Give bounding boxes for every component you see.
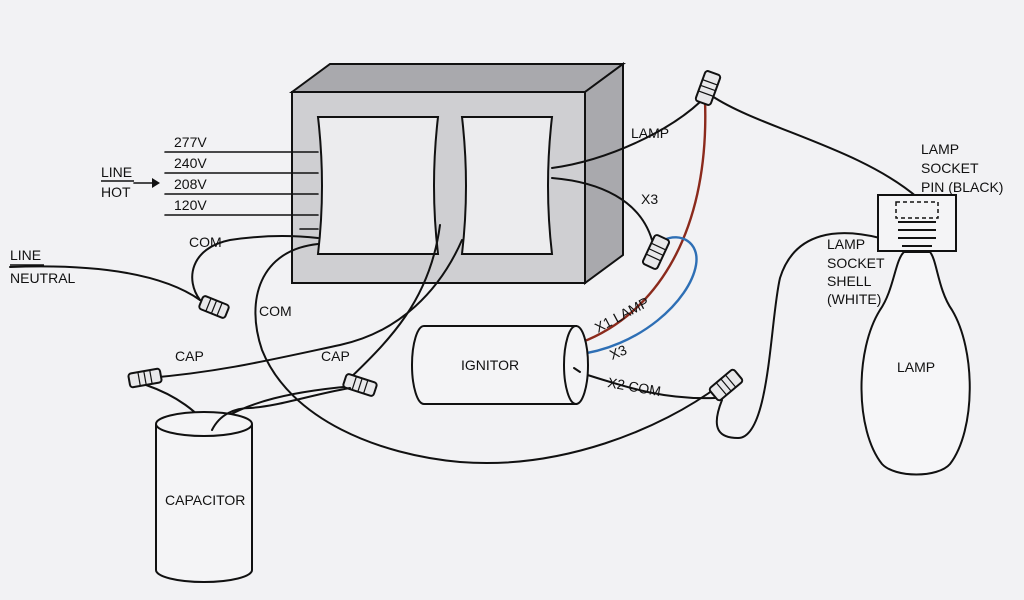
socket-shell-wire [715, 232, 881, 439]
x3-blue-wire [572, 236, 698, 357]
ballast-transformer [288, 62, 627, 285]
tap-240v-label: 240V [174, 155, 207, 171]
ignitor-lead-x2 [573, 367, 581, 373]
com-wire-upper [191, 235, 319, 301]
x2-com-label: X2 COM [606, 374, 662, 399]
socket-shell-label-1: LAMP [827, 236, 865, 252]
x3-lower-label: X3 [607, 341, 629, 362]
ignitor-body [411, 325, 577, 405]
com-upper-label: COM [189, 234, 222, 250]
wire-nut-cap-left [127, 367, 163, 389]
ballast-top-face [288, 63, 627, 93]
capacitor-lead-right [211, 387, 351, 431]
wire-nut-lamp [694, 70, 722, 106]
secondary-coil [460, 116, 554, 255]
lamp-bulb [860, 251, 971, 476]
socket-pin-label-2: SOCKET [921, 160, 979, 176]
ignitor-wires [572, 98, 707, 357]
tap-277v-label: 277V [174, 134, 207, 150]
socket-pin-label-3: PIN (BLACK) [921, 179, 1003, 195]
line-hot-label-1: LINE [101, 164, 132, 180]
com-wire-lower [254, 243, 721, 464]
arrow-head [152, 178, 160, 188]
wire-nut-cap-right [342, 373, 378, 397]
cap-wire-mid [344, 224, 441, 384]
ballast-side-face [584, 62, 624, 285]
tap-120v-label: 120V [174, 197, 207, 213]
wire-nut-x3 [641, 234, 671, 270]
capacitor-label: CAPACITOR [165, 492, 245, 508]
socket-pin-contact [895, 201, 939, 219]
capacitor-body [155, 424, 253, 583]
com-lower-label: COM [259, 303, 292, 319]
x3-upper-label: X3 [641, 191, 658, 207]
ignitor-end [563, 325, 589, 405]
x1-lamp-red-wire [572, 98, 707, 347]
socket-shell-label-3: SHELL [827, 273, 872, 289]
labels: 277V 240V 208V 120V LINE HOT LINE NEUTRA… [10, 125, 1003, 508]
x2-com-wire [577, 371, 716, 400]
ignitor-label: IGNITOR [461, 357, 519, 373]
black-wires [9, 95, 919, 464]
line-hot-label-2: HOT [101, 184, 131, 200]
cap-left-label: CAP [175, 348, 204, 364]
cap-right-label: CAP [321, 348, 350, 364]
cap-wire-left [147, 239, 463, 379]
socket-shell-label-2: SOCKET [827, 255, 885, 271]
capacitor [155, 387, 351, 583]
wire-nut-neutral [198, 295, 230, 319]
lamp-wire [551, 101, 701, 169]
socket-pin-label-1: LAMP [921, 141, 959, 157]
socket-pin-wire [711, 95, 919, 199]
socket-shell-label-4: (WHITE) [827, 291, 881, 307]
ignitor [411, 325, 589, 405]
line-neutral-label-1: LINE [10, 247, 41, 263]
x1-lamp-label: X1 LAMP [592, 294, 652, 336]
wire-nut-x2-com [708, 368, 744, 402]
line-neutral-label-2: NEUTRAL [10, 270, 76, 286]
lamp-wire-label: LAMP [631, 125, 669, 141]
primary-coil [316, 116, 440, 255]
tap-208v-label: 208V [174, 176, 207, 192]
neutral-wire [9, 265, 201, 301]
x3-wire-black [551, 177, 653, 241]
lamp-base-threads [898, 221, 936, 247]
line-tap-wires [133, 151, 319, 230]
capacitor-top [155, 411, 253, 437]
lamp-assembly [860, 194, 971, 476]
lamp-body-label: LAMP [897, 359, 935, 375]
